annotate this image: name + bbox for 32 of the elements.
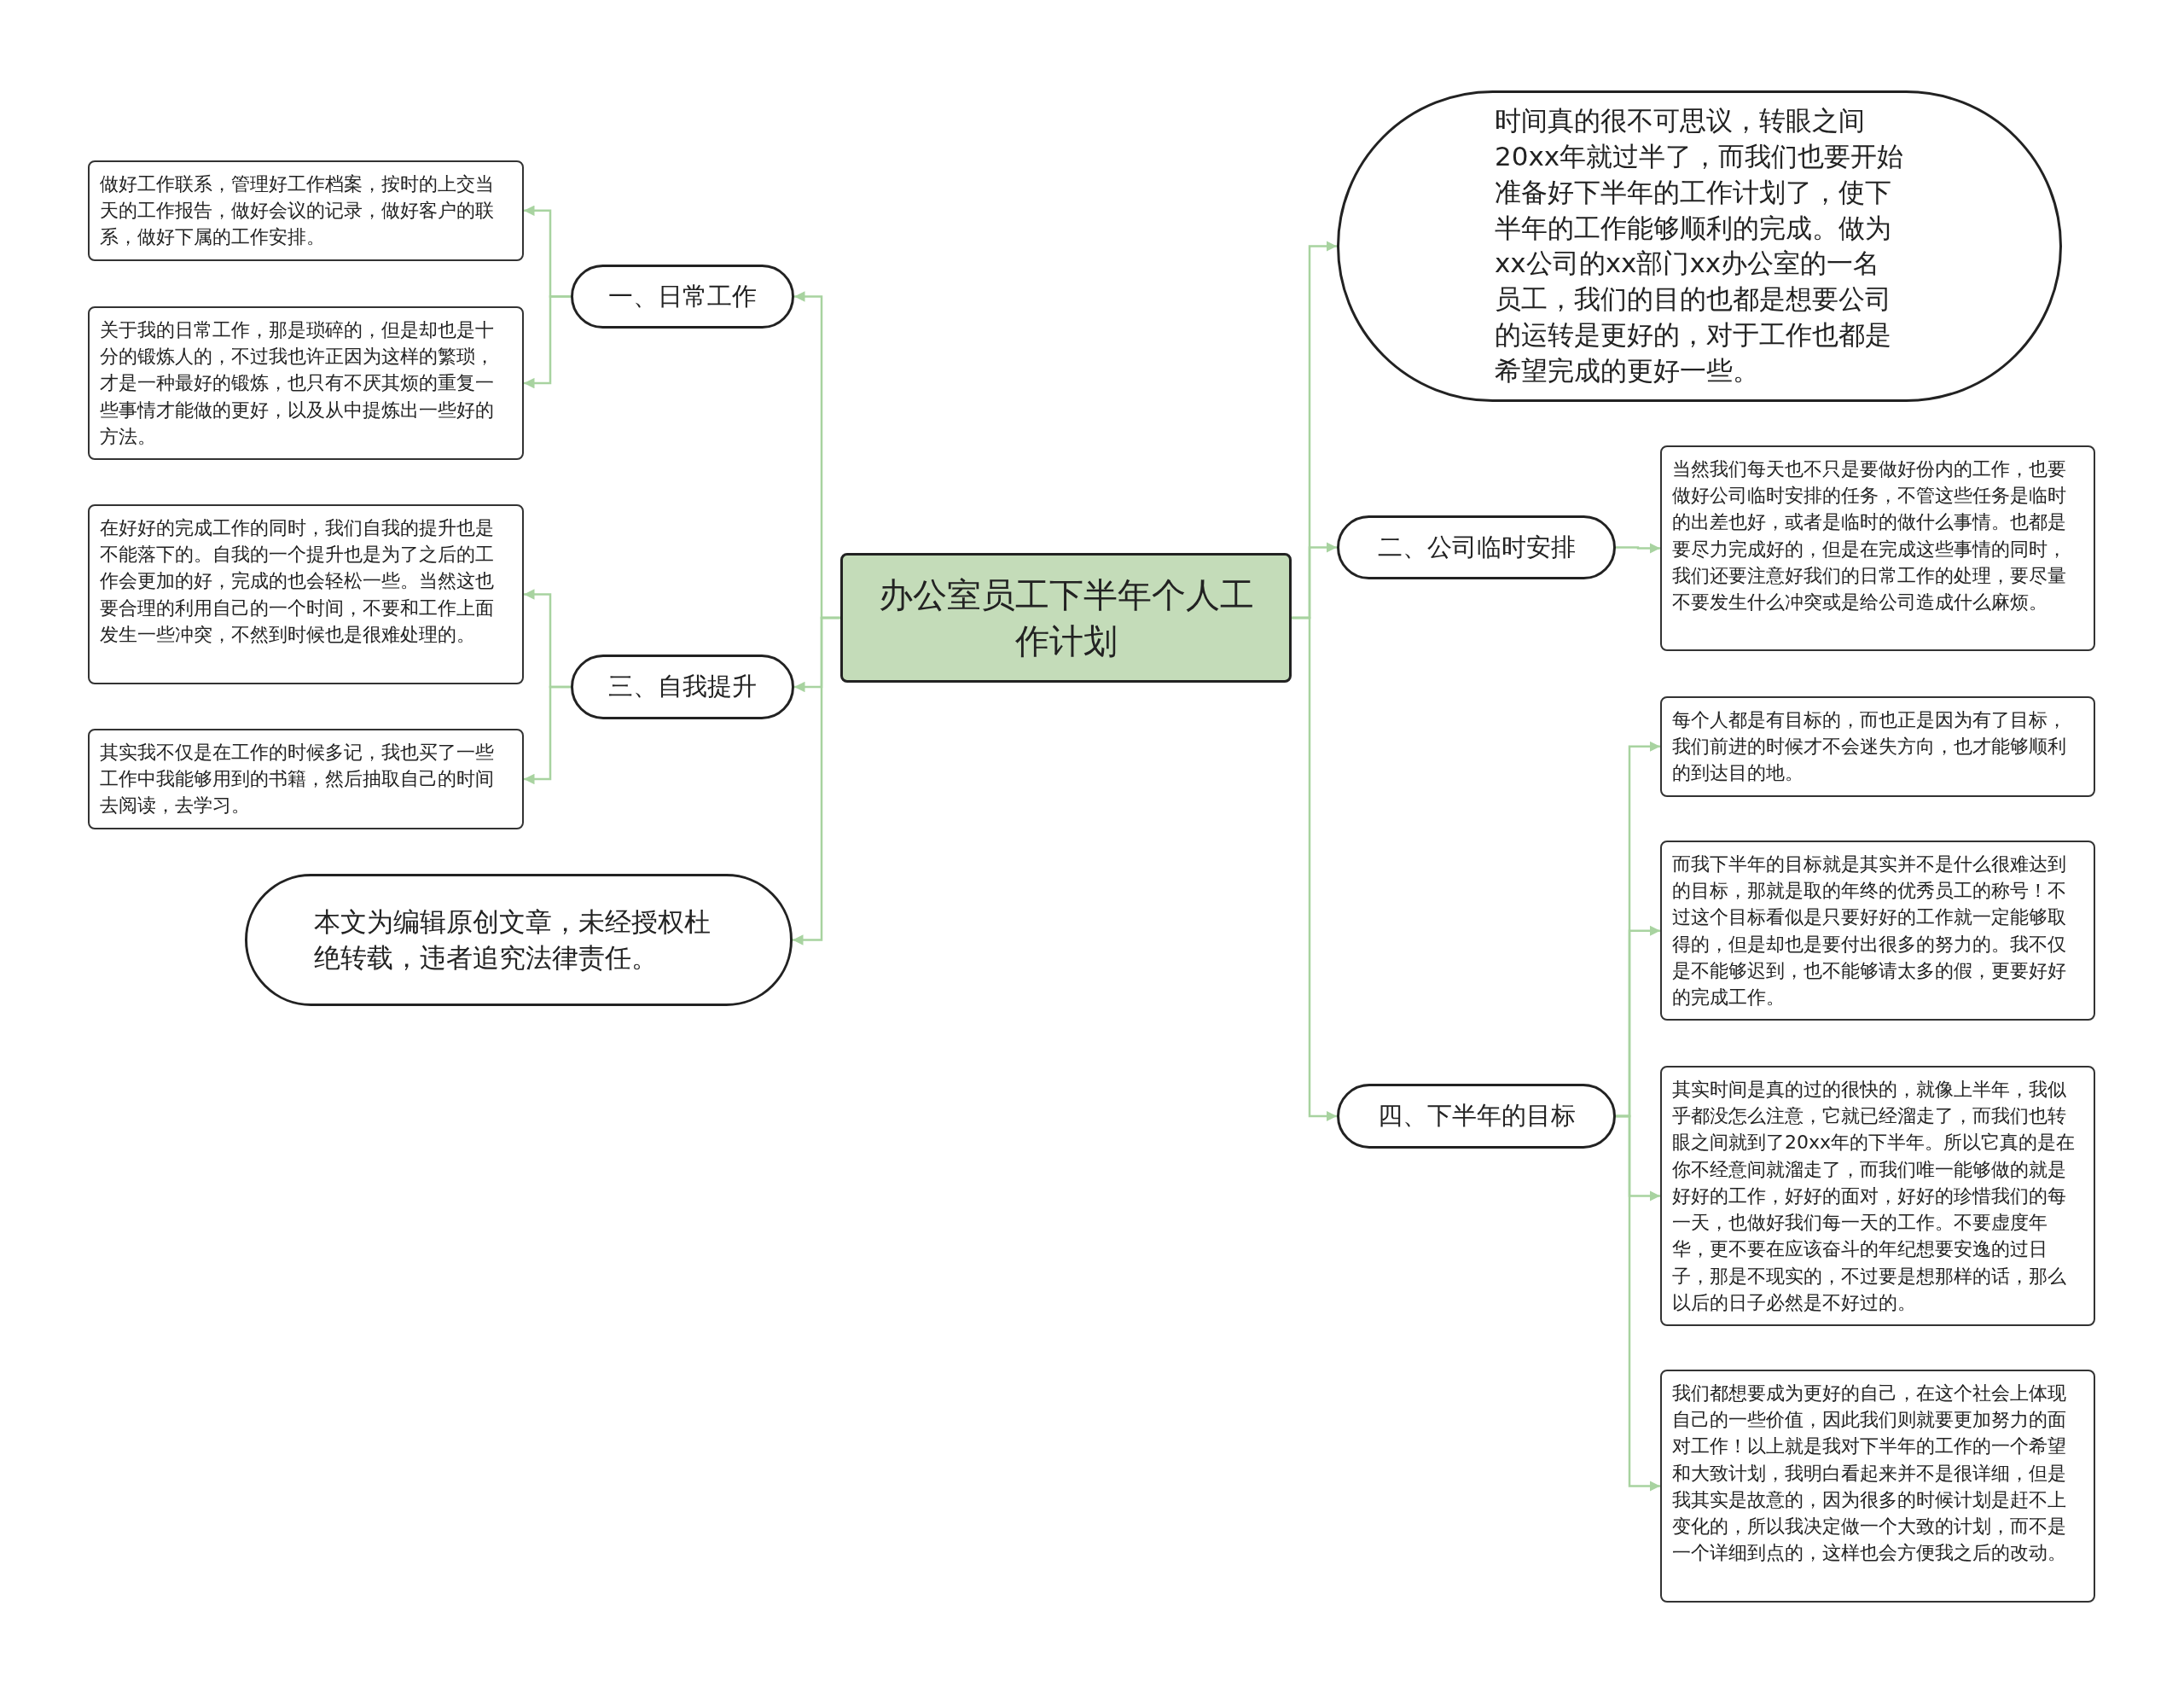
node-text: 在好好的完成工作的同时，我们自我的提升也是不能落下的。自我的一个提升也是为了之后的工作会更加的好，完成的也会轻松一些。当然这也要合理的利用自己的一个时间，不要和工作上面发生一些冲突，不然到时候也是很难处理的。 xyxy=(100,516,495,647)
connector-arrow xyxy=(1292,616,1337,1122)
node-text: 时间真的很不可思议，转眼之间20xx年就过半了，而我们也要开始准备好下半年的工作计划了，使下半年的工作能够顺利的完成。做为xx公司的xx部门xx办公室的一名员工，我们的目的也都是想要公司的运转是更好的，对于工作也都是希望完成的更好一些。 xyxy=(1495,104,1904,387)
node-text: 一、日常工作 xyxy=(608,280,757,312)
node-text: 其实时间是真的过的很快的，就像上半年，我似乎都没怎么注意，它就已经溜走了，而我们也转眼之间就到了20xx年的下半年。所以它真的是在你不经意间就溜走了，而我们唯一能够做的就是好好的工作，好好的面对，好好的珍惜我们的每一天，也做好我们每一天的工作。不要虚度年华，更不要在应该奋斗的年纪想要安逸的过日子，那是不现实的，不过要是想那样的话，那么以后的日子必然是不好过的。 xyxy=(1672,1078,2077,1315)
node-text: 其实我不仅是在工作的时候多记，我也买了一些工作中我能够用到的书籍，然后抽取自己的时间去阅读，去学习。 xyxy=(100,741,495,818)
note-card xyxy=(88,160,524,261)
connector-arrow xyxy=(1616,1114,1660,1492)
node-text: 办公室员工下半年个人工作计划 xyxy=(877,574,1255,662)
node-text: 而我下半年的目标就是其实并不是什么很难达到的目标，那就是取的年终的优秀员工的称号！不过这个目标看似是只要好好的工作就一定能够取得的，但是却也是要付出很多的努力的。我不仅是不能够迟到，也不能够请太多的假，更要好好的完成工作。 xyxy=(1672,852,2067,1010)
note-card xyxy=(1660,696,2095,797)
node-text: 四、下半年的目标 xyxy=(1377,1100,1576,1132)
node-text: 我们都想要成为更好的自己，在这个社会上体现自己的一些价值，因此我们则就要更加努力的面对工作！以上就是我对下半年的工作的一个希望和大致计划，我明白看起来并不是很详细，但是我其实是故意的，因为很多的时候计划是赶不上变化的，所以我决定做一个大致的计划，而不是一个详细到点的，这样也会方便我之后的改动。 xyxy=(1672,1382,2067,1566)
connector-arrow xyxy=(524,295,571,389)
node-text: 本文为编辑原创文章，未经授权杜绝转载，违者追究法律责任。 xyxy=(314,905,712,974)
node-text: 每个人都是有目标的，而也正是因为有了目标，我们前进的时候才不会迷失方向，也才能够顺利的到达目的地。 xyxy=(1672,708,2067,786)
note-card xyxy=(88,306,524,461)
topic-box xyxy=(840,553,1292,683)
note-card xyxy=(1660,445,2095,651)
node-text: 做好工作联系，管理好工作档案，按时的上交当天的工作报告，做好会议的记录，做好客户的联系，做好下属的工作安排。 xyxy=(100,172,495,250)
connector-arrow xyxy=(793,616,840,945)
node-text: 二、公司临时安排 xyxy=(1377,531,1576,563)
connector-arrow xyxy=(524,685,571,785)
node-text: 当然我们每天也不只是要做好份内的工作，也要做好公司临时安排的任务，不管这些任务是临时的出差也好，或者是临时的做什么事情。也都是要尽力完成好的，但是在完成这些事情的同时，我们还要注意好我们的日常工作的处理，要尽量不要发生什么冲突或是给公司造成什么麻烦。 xyxy=(1672,457,2067,615)
node-text: 三、自我提升 xyxy=(608,671,757,702)
note-card xyxy=(1660,1066,2095,1327)
connector-arrow xyxy=(1616,543,1660,554)
note-card xyxy=(88,729,524,829)
note-card xyxy=(1660,1370,2095,1603)
note-card xyxy=(88,504,524,684)
node-text: 关于我的日常工作，那是琐碎的，但是却也是十分的锻炼人的，不过我也许正因为这样的繁琐，才是一种最好的锻炼，也只有不厌其烦的重复一些事情才能做的更好，以及从中提炼出一些好的方法。 xyxy=(100,318,495,449)
note-card xyxy=(1660,841,2095,1021)
